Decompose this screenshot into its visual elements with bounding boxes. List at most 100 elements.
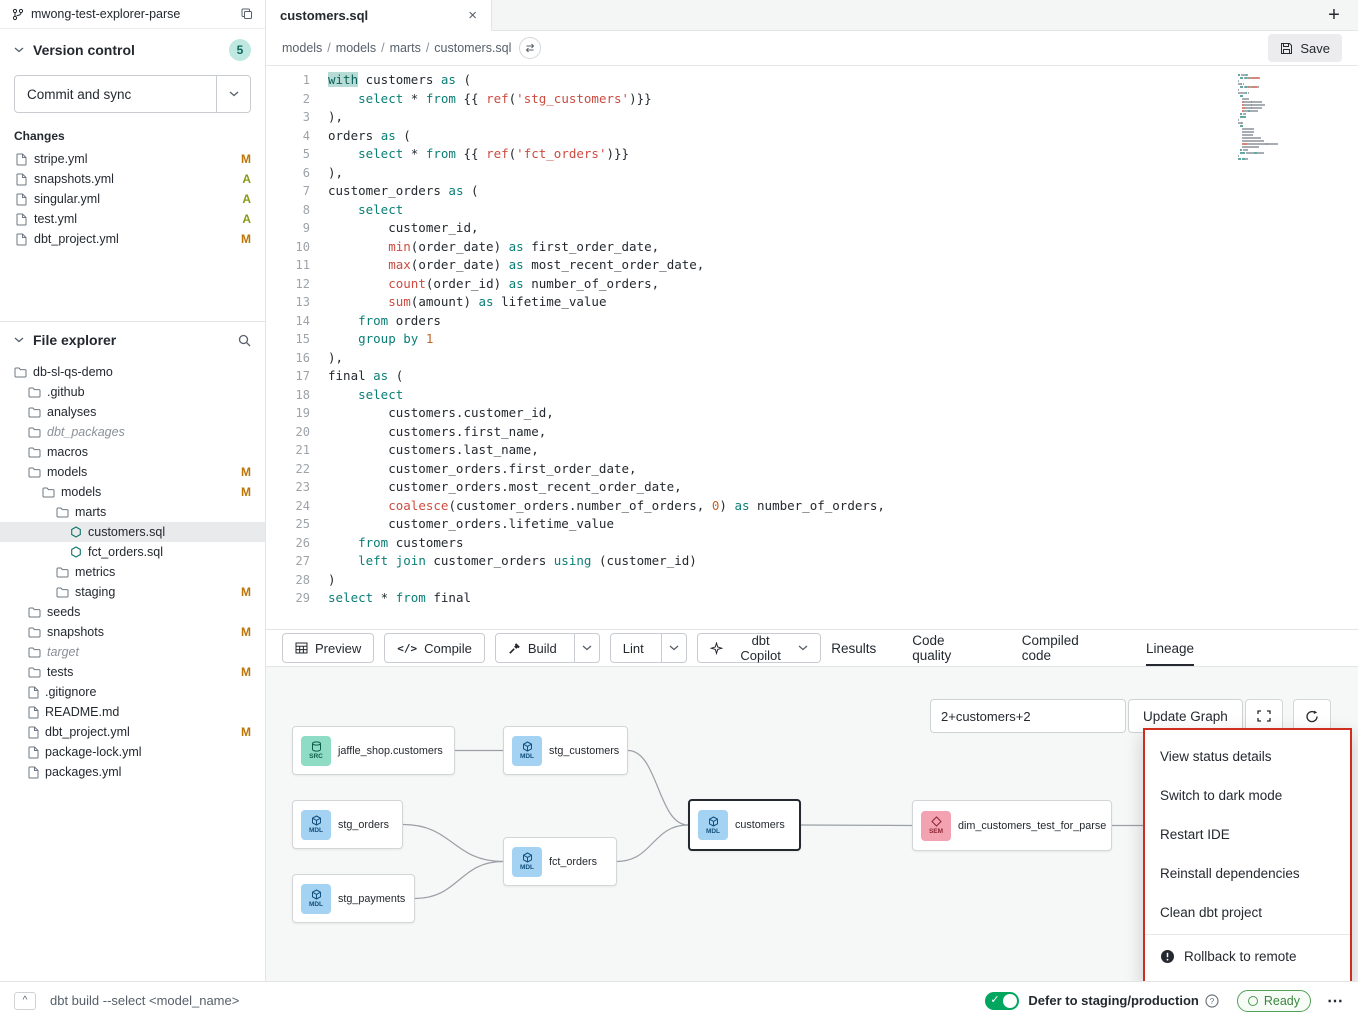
line-number[interactable]: 13 (295, 295, 310, 309)
file-tree-item[interactable]: analyses (0, 402, 265, 422)
code-line[interactable]: with customers as ( (328, 72, 472, 87)
line-number[interactable]: 23 (295, 480, 310, 494)
code-lines[interactable]: with customers as ( select * from {{ ref… (310, 71, 885, 629)
breadcrumb-item[interactable]: customers.sql (434, 41, 512, 55)
line-number[interactable]: 18 (295, 387, 310, 402)
file-tree-item[interactable]: marts (0, 502, 265, 522)
line-number[interactable]: 11 (295, 258, 310, 272)
line-number[interactable]: 29 (295, 591, 310, 605)
line-number[interactable]: 26 (295, 535, 310, 550)
code-line[interactable]: from customers (358, 534, 464, 550)
lint-options-button[interactable] (660, 634, 686, 662)
tab-results[interactable]: Results (831, 640, 877, 656)
save-button[interactable]: Save (1268, 34, 1342, 62)
file-tree-item[interactable]: dbt_packages (0, 422, 265, 442)
line-number[interactable]: 20 (295, 424, 310, 439)
menu-item-view-status-details[interactable]: View status details (1145, 737, 1350, 776)
file-tree-item[interactable]: seeds (0, 602, 265, 622)
code-line[interactable]: customer_orders.most_recent_order_date, (328, 479, 682, 494)
code-line[interactable]: customer_orders.lifetime_value (328, 516, 614, 531)
file-tree-item[interactable]: .gitignore (0, 682, 265, 702)
dbt-copilot-button[interactable]: dbt Copilot (697, 633, 822, 663)
code-line[interactable]: customer_id, (328, 220, 479, 235)
line-number[interactable]: 7 (302, 184, 310, 198)
new-tab-button[interactable]: + (1310, 0, 1358, 30)
code-line[interactable]: final as ( (328, 368, 404, 383)
line-number[interactable]: 1 (302, 73, 310, 87)
help-icon[interactable]: ? (1205, 993, 1219, 1008)
code-line[interactable]: orders as ( (328, 127, 411, 143)
code-line[interactable]: select * from final (328, 590, 471, 605)
code-line[interactable]: left join customer_orders using (custome… (358, 553, 697, 568)
line-number[interactable]: 16 (295, 350, 310, 365)
line-number[interactable]: 3 (302, 110, 310, 124)
line-number[interactable]: 14 (295, 313, 310, 328)
line-number[interactable]: 28 (295, 572, 310, 587)
ide-status-badge[interactable]: Ready (1236, 989, 1311, 1012)
line-number[interactable]: 10 (295, 239, 310, 254)
menu-item-reinstall-dependencies[interactable]: Reinstall dependencies (1145, 854, 1350, 893)
line-number[interactable]: 15 (295, 332, 310, 346)
code-line[interactable]: ) (328, 571, 336, 587)
file-tree-item[interactable]: .github (0, 382, 265, 402)
code-line[interactable]: ), (328, 349, 344, 365)
line-number[interactable]: 21 (295, 443, 310, 457)
code-line[interactable]: ), (328, 109, 344, 124)
menu-item-clean-dbt-project[interactable]: Clean dbt project (1145, 893, 1350, 932)
tab-lineage[interactable]: Lineage (1145, 630, 1194, 666)
file-explorer-header[interactable]: File explorer (0, 322, 265, 354)
file-tree-item[interactable]: package-lock.yml (0, 742, 265, 762)
file-tree-item[interactable]: db-sl-qs-demo (0, 362, 265, 382)
line-number[interactable]: 2 (302, 91, 310, 106)
code-line[interactable]: sum(amount) as lifetime_value (388, 294, 607, 309)
line-number[interactable]: 17 (295, 369, 310, 383)
code-line[interactable]: ), (328, 164, 344, 180)
file-tree-item[interactable]: macros (0, 442, 265, 462)
file-tree-item[interactable]: fct_orders.sql (0, 542, 265, 562)
code-line[interactable]: coalesce(customer_orders.number_of_order… (388, 497, 885, 513)
more-options-button[interactable]: ⋯ (1327, 992, 1344, 1010)
minimap[interactable] (1238, 74, 1296, 161)
file-tree-item[interactable]: customers.sql (0, 522, 265, 542)
code-line[interactable]: customer_orders.first_order_date, (328, 460, 637, 476)
file-tree-item[interactable]: packages.yml (0, 762, 265, 782)
file-tree-item[interactable]: README.md (0, 702, 265, 722)
line-number[interactable]: 6 (302, 165, 310, 180)
copy-branch-button[interactable] (241, 8, 253, 20)
code-line[interactable]: group by 1 (358, 331, 434, 346)
code-line[interactable]: customer_orders as ( (328, 183, 479, 198)
code-line[interactable]: max(order_date) as most_recent_order_dat… (388, 257, 705, 272)
line-number[interactable]: 24 (295, 498, 310, 513)
commit-and-sync-button[interactable]: Commit and sync (15, 76, 216, 112)
build-button[interactable]: Build (496, 634, 567, 662)
code-line[interactable]: select (358, 386, 404, 402)
file-compare-icon[interactable] (519, 37, 542, 59)
line-number[interactable]: 8 (302, 202, 310, 217)
defer-toggle[interactable]: ✓ (985, 991, 1020, 1010)
code-line[interactable]: from orders (358, 312, 441, 328)
line-number[interactable]: 12 (295, 276, 310, 291)
file-search-button[interactable] (238, 334, 251, 347)
menu-item-switch-to-dark-mode[interactable]: Switch to dark mode (1145, 776, 1350, 815)
version-control-header[interactable]: Version control 5 (0, 29, 265, 67)
expand-command-bar-button[interactable]: ^ (14, 991, 36, 1010)
code-line[interactable]: customers.last_name, (328, 442, 539, 457)
build-options-button[interactable] (573, 634, 599, 662)
